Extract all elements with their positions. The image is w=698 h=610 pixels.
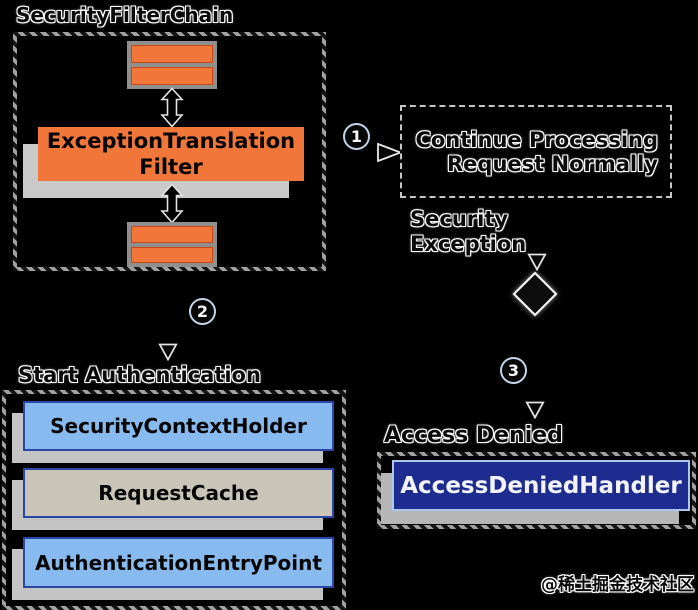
- down-arrow-icon: [158, 343, 178, 361]
- access-denied-label: Access Denied: [384, 423, 563, 448]
- security-exception-label: Security Exception: [410, 207, 526, 257]
- security-exception-line1: Security: [410, 207, 509, 231]
- authentication-entry-point-box: AuthenticationEntryPoint: [23, 537, 334, 588]
- request-cache-label: RequestCache: [98, 481, 259, 505]
- access-denied-handler-label: AccessDeniedHandler: [400, 472, 682, 499]
- security-exception-line2: Exception: [410, 232, 527, 256]
- filter-bar: [131, 246, 213, 263]
- decision-diamond-icon: [511, 270, 559, 318]
- filter-stack-top: [127, 41, 217, 89]
- security-context-holder-label: SecurityContextHolder: [50, 414, 307, 438]
- filter-label-line2: Filter: [139, 155, 203, 179]
- filter-label-line1: ExceptionTranslation: [46, 129, 296, 153]
- filter-bar: [131, 45, 213, 63]
- step-2-badge: 2: [189, 298, 216, 325]
- updown-arrow-icon: [160, 87, 184, 128]
- filter-bar: [131, 67, 213, 85]
- authentication-entry-point-label: AuthenticationEntryPoint: [35, 550, 322, 575]
- step-1-badge: 1: [343, 123, 370, 150]
- continue-processing-box: Continue Processing Request Normally: [400, 105, 672, 198]
- continue-line2: Request Normally: [447, 151, 658, 176]
- filter-stack-bottom: [127, 222, 217, 267]
- security-context-holder-box: SecurityContextHolder: [23, 401, 334, 451]
- filter-bar: [131, 226, 213, 243]
- start-authentication-label: Start Authentication: [18, 363, 261, 387]
- security-filter-chain-title: SecurityFilterChain: [16, 3, 234, 27]
- updown-arrow-icon: [160, 183, 184, 224]
- right-arrow-icon: [376, 142, 403, 163]
- request-cache-box: RequestCache: [23, 468, 334, 518]
- down-arrow-icon: [525, 401, 545, 419]
- exception-translation-filter-box: ExceptionTranslation Filter: [38, 127, 304, 181]
- continue-line1: Continue Processing: [415, 127, 658, 152]
- watermark: @稀土掘金技术社区: [541, 575, 694, 595]
- access-denied-handler-box: AccessDeniedHandler: [392, 460, 690, 511]
- down-arrow-icon: [527, 253, 547, 271]
- step-3-badge: 3: [500, 357, 527, 384]
